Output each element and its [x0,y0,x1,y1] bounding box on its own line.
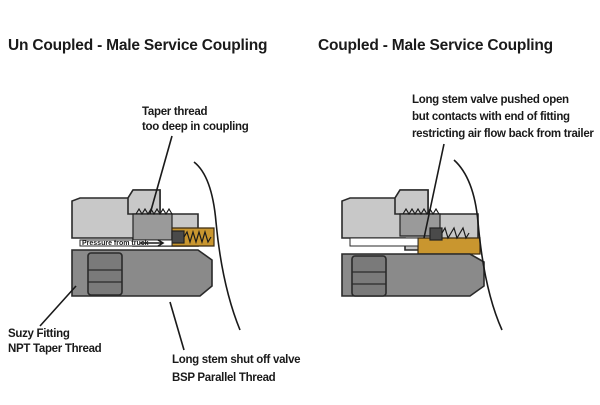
left-callout-valve-line2: BSP Parallel Thread [172,372,276,384]
left-callout-taper-line1: Taper thread [142,106,207,118]
left-hex-nut [87,252,123,296]
right-hex-nut [351,255,387,297]
right-coupling-outline [453,159,503,331]
left-callout-suzy-line1: Suzy Fitting [8,328,70,340]
left-thread-teeth [135,207,173,216]
right-thread-teeth [402,207,440,216]
right-callout-line3: restricting air flow back from trailer [412,128,594,140]
right-valve-brass [417,237,481,255]
left-panel-title: Un Coupled - Male Service Coupling [8,37,267,54]
right-air-passage [349,237,419,247]
left-suzy-leader [39,285,77,327]
right-callout-leader [423,143,445,239]
left-flow-label: Pressure from truck [82,240,149,247]
left-taper-leader [149,135,173,215]
left-flow-arrow [140,239,165,247]
left-callout-valve-line1: Long stem shut off valve [172,354,300,366]
left-coupling-outline [193,161,241,331]
left-panel: Un Coupled - Male Service Coupling Press… [8,37,301,384]
right-panel: Coupled - Male Service Coupling Long ste… [318,37,595,331]
left-valve-leader [169,301,185,351]
left-thread-insert [132,213,173,241]
left-air-passage [79,239,173,247]
right-fitting-shoulder [394,189,429,215]
left-callout-taper-line2: too deep in coupling [142,121,249,133]
left-callout-suzy-line2: NPT Taper Thread [8,343,102,355]
left-valve-head [171,230,185,244]
right-valve-spring [441,226,470,240]
right-callout-line1: Long stem valve pushed open [412,94,569,106]
right-callout-line2: but contacts with end of fitting [412,111,570,123]
right-valve-head [429,227,443,241]
right-panel-title: Coupled - Male Service Coupling [318,37,553,54]
left-valve-spring [183,229,212,245]
